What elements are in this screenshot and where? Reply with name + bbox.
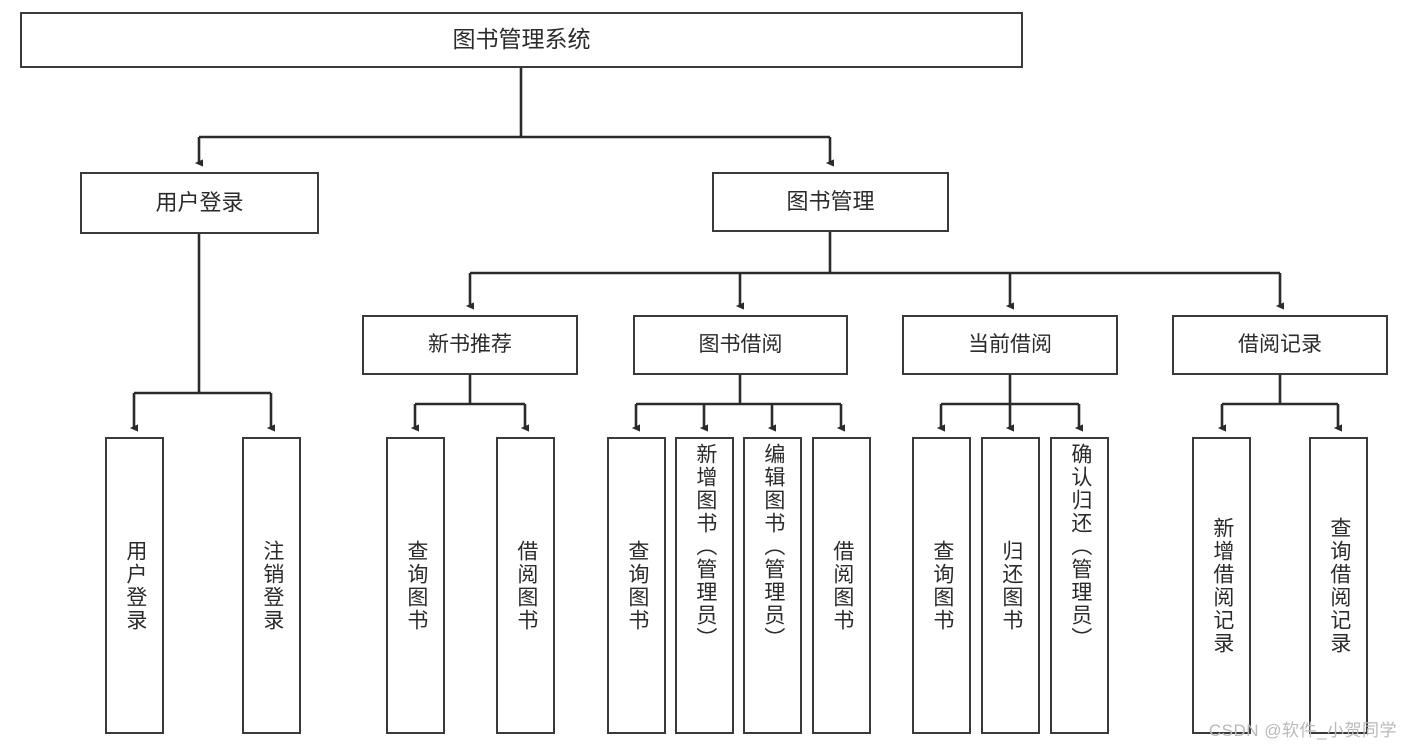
leaf-new-book-borrow-book[interactable]: 借阅图书 <box>496 437 555 734</box>
leaf-user-login[interactable]: 用户登录 <box>105 437 164 734</box>
node-label: 借阅图书 <box>514 539 538 632</box>
node-book-management[interactable]: 图书管理 <box>712 172 949 232</box>
node-label: 查询图书 <box>930 539 954 632</box>
node-label: 用户登录 <box>155 190 244 216</box>
node-new-book-recommendation[interactable]: 新书推荐 <box>362 315 578 375</box>
node-label: 新增借阅记录 <box>1210 516 1234 655</box>
node-book-borrow[interactable]: 图书借阅 <box>633 315 848 375</box>
leaf-current-borrow-query-book[interactable]: 查询图书 <box>912 437 971 734</box>
node-label: 图书管理系统 <box>452 26 591 53</box>
node-label: 当前借阅 <box>968 332 1052 356</box>
node-label: 确认归还（管理员） <box>1068 443 1092 650</box>
node-label: 借阅图书 <box>830 539 854 632</box>
csdn-watermark: CSDN @软件_小贺同学 <box>1208 721 1397 740</box>
leaf-borrow-record-query-record[interactable]: 查询借阅记录 <box>1309 437 1368 734</box>
node-label: 新增图书（管理员） <box>693 443 717 650</box>
node-label: 查询图书 <box>625 539 649 632</box>
leaf-current-borrow-confirm-return-admin[interactable]: 确认归还（管理员） <box>1050 437 1109 734</box>
node-label: 图书管理 <box>786 189 875 215</box>
leaf-book-borrow-borrow-book[interactable]: 借阅图书 <box>812 437 871 734</box>
leaf-book-borrow-add-book-admin[interactable]: 新增图书（管理员） <box>675 437 734 734</box>
leaf-new-book-query-book[interactable]: 查询图书 <box>386 437 445 734</box>
node-root-book-management-system[interactable]: 图书管理系统 <box>20 12 1023 68</box>
node-label: 新书推荐 <box>428 332 512 356</box>
leaf-current-borrow-return-book[interactable]: 归还图书 <box>981 437 1040 734</box>
leaf-book-borrow-query-book[interactable]: 查询图书 <box>607 437 666 734</box>
node-label: 用户登录 <box>123 539 147 632</box>
node-label: 查询图书 <box>404 539 428 632</box>
node-label: 查询借阅记录 <box>1327 516 1351 655</box>
node-label: 归还图书 <box>999 539 1023 632</box>
node-label: 图书借阅 <box>698 332 783 356</box>
node-borrow-record[interactable]: 借阅记录 <box>1172 315 1388 375</box>
node-label: 借阅记录 <box>1238 332 1322 356</box>
leaf-borrow-record-add-record[interactable]: 新增借阅记录 <box>1192 437 1251 734</box>
leaf-book-borrow-edit-book-admin[interactable]: 编辑图书（管理员） <box>743 437 802 734</box>
leaf-logout-login[interactable]: 注销登录 <box>242 437 301 734</box>
node-label: 注销登录 <box>260 539 284 632</box>
node-label: 编辑图书（管理员） <box>761 443 785 650</box>
node-current-borrow[interactable]: 当前借阅 <box>902 315 1118 375</box>
node-user-login[interactable]: 用户登录 <box>80 172 319 234</box>
